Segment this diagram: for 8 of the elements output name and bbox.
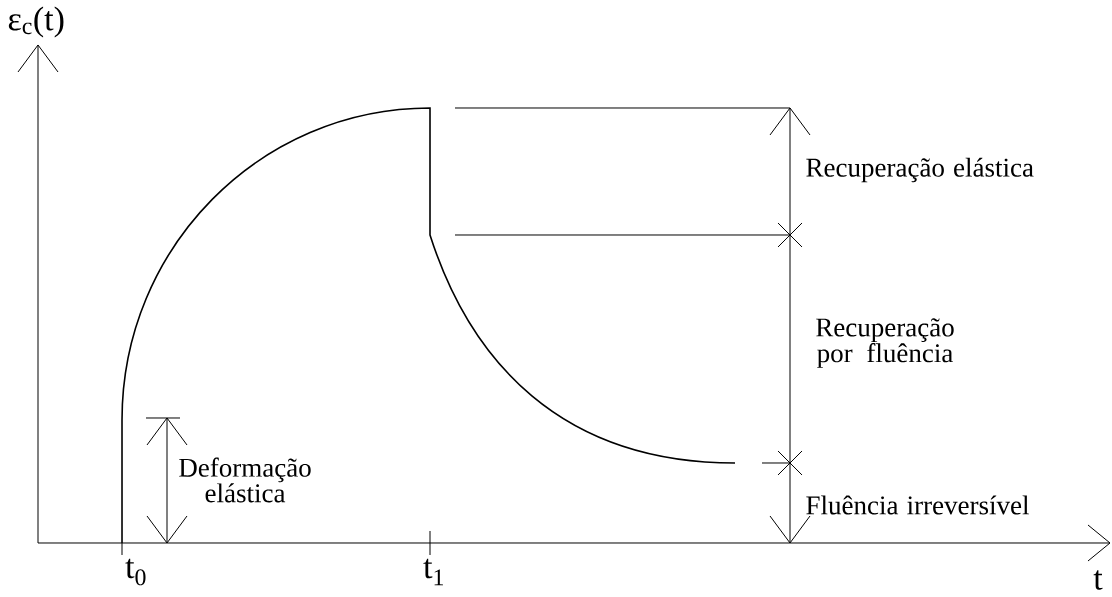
tick-label: t$_{1}$ (423, 558, 443, 586)
dimension-label: Deformação elástica (179, 457, 311, 503)
axis-label: ε$_{c}$(t) (8, 6, 64, 38)
tick-label: t$_{0}$ (125, 558, 146, 586)
dimension-label: Fluência irreversível (806, 495, 1029, 515)
axis-label: t (1093, 570, 1103, 590)
dimension-label: Recuperação por fluência (816, 318, 954, 368)
dimension-label: Recuperação elástica (806, 157, 1034, 183)
